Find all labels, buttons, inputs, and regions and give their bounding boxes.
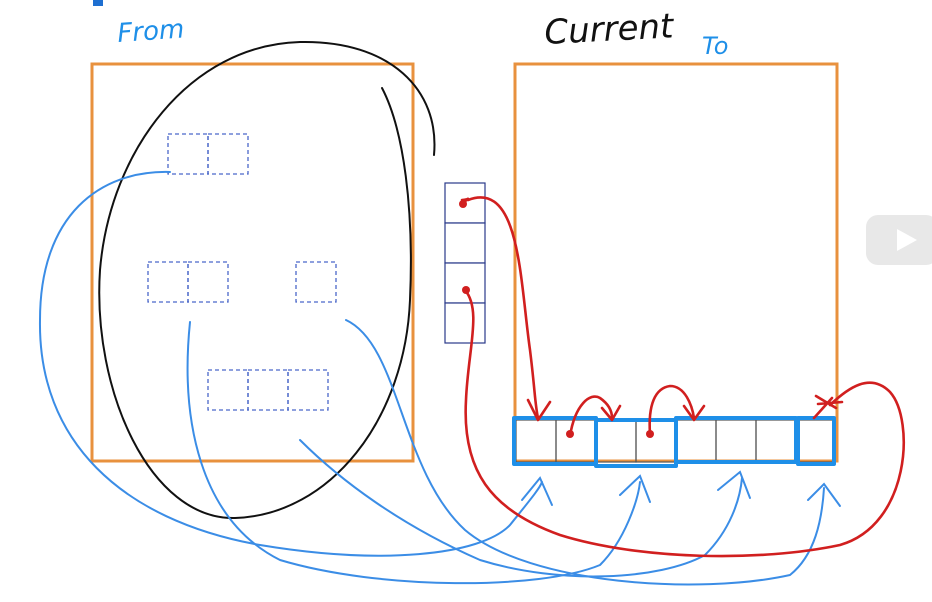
to-object-group-3	[674, 416, 798, 464]
root-pointer-2-dot	[462, 286, 470, 294]
root-pointer-1-dot	[459, 200, 467, 208]
play-icon[interactable]	[897, 229, 917, 251]
from-object-1-cell	[167, 133, 209, 175]
to-space-region	[513, 62, 839, 463]
to-cell	[515, 419, 557, 463]
from-object-1-cell	[207, 133, 249, 175]
ref-arrowhead-3	[717, 470, 751, 499]
to-cell	[715, 419, 757, 463]
root-stack-cell	[444, 302, 486, 344]
ref-arrowhead-2	[619, 474, 651, 503]
from-object-2-cell	[147, 261, 189, 303]
reachable-circle-stroke	[98, 40, 436, 520]
current-label: Current	[543, 6, 676, 53]
forward-pointer-1-dot	[566, 430, 574, 438]
forward-pointer-2-dot	[646, 430, 654, 438]
root-pointer-2-stroke	[463, 288, 906, 558]
to-object-group-1	[512, 416, 598, 466]
from-object-4-cell	[287, 369, 329, 411]
to-cell	[795, 419, 835, 463]
from-object-3	[295, 261, 337, 303]
to-cell	[675, 419, 717, 463]
ref-arrowhead-4	[807, 482, 841, 507]
from-space-region	[90, 62, 415, 463]
root-pointer-1-arrowhead	[526, 398, 552, 422]
to-cell	[595, 419, 637, 463]
forward-pointer-1-stroke	[568, 395, 614, 438]
root-stack-cell	[444, 222, 486, 264]
forward-pointer-1-arrowhead	[600, 404, 622, 422]
from-object-3-cell	[295, 261, 337, 303]
to-cell	[755, 419, 797, 463]
root-pointer-2-arrowhead	[812, 394, 844, 420]
from-object-4-cell	[247, 369, 289, 411]
to-cell	[555, 419, 597, 463]
video-play-button[interactable]	[866, 215, 932, 265]
ref-stroke-1	[38, 170, 543, 557]
forward-pointer-2-stroke	[648, 384, 696, 436]
marker-fragment	[93, 0, 103, 6]
from-object-2	[147, 261, 229, 303]
to-cell	[635, 419, 677, 463]
root-stack	[444, 182, 486, 344]
to-object-group-4	[796, 416, 836, 466]
from-object-1	[167, 133, 249, 175]
from-object-4-cell	[207, 369, 249, 411]
from-object-2-cell	[187, 261, 229, 303]
ref-stroke-4	[345, 319, 825, 586]
from-space-label: From	[116, 14, 185, 49]
from-object-4	[207, 369, 329, 411]
to-space-label: To	[702, 32, 728, 60]
ref-stroke-3	[299, 439, 743, 578]
root-stack-cell	[444, 262, 486, 304]
forward-pointer-2-arrowhead	[682, 404, 706, 422]
ref-arrowhead-1	[521, 476, 553, 506]
